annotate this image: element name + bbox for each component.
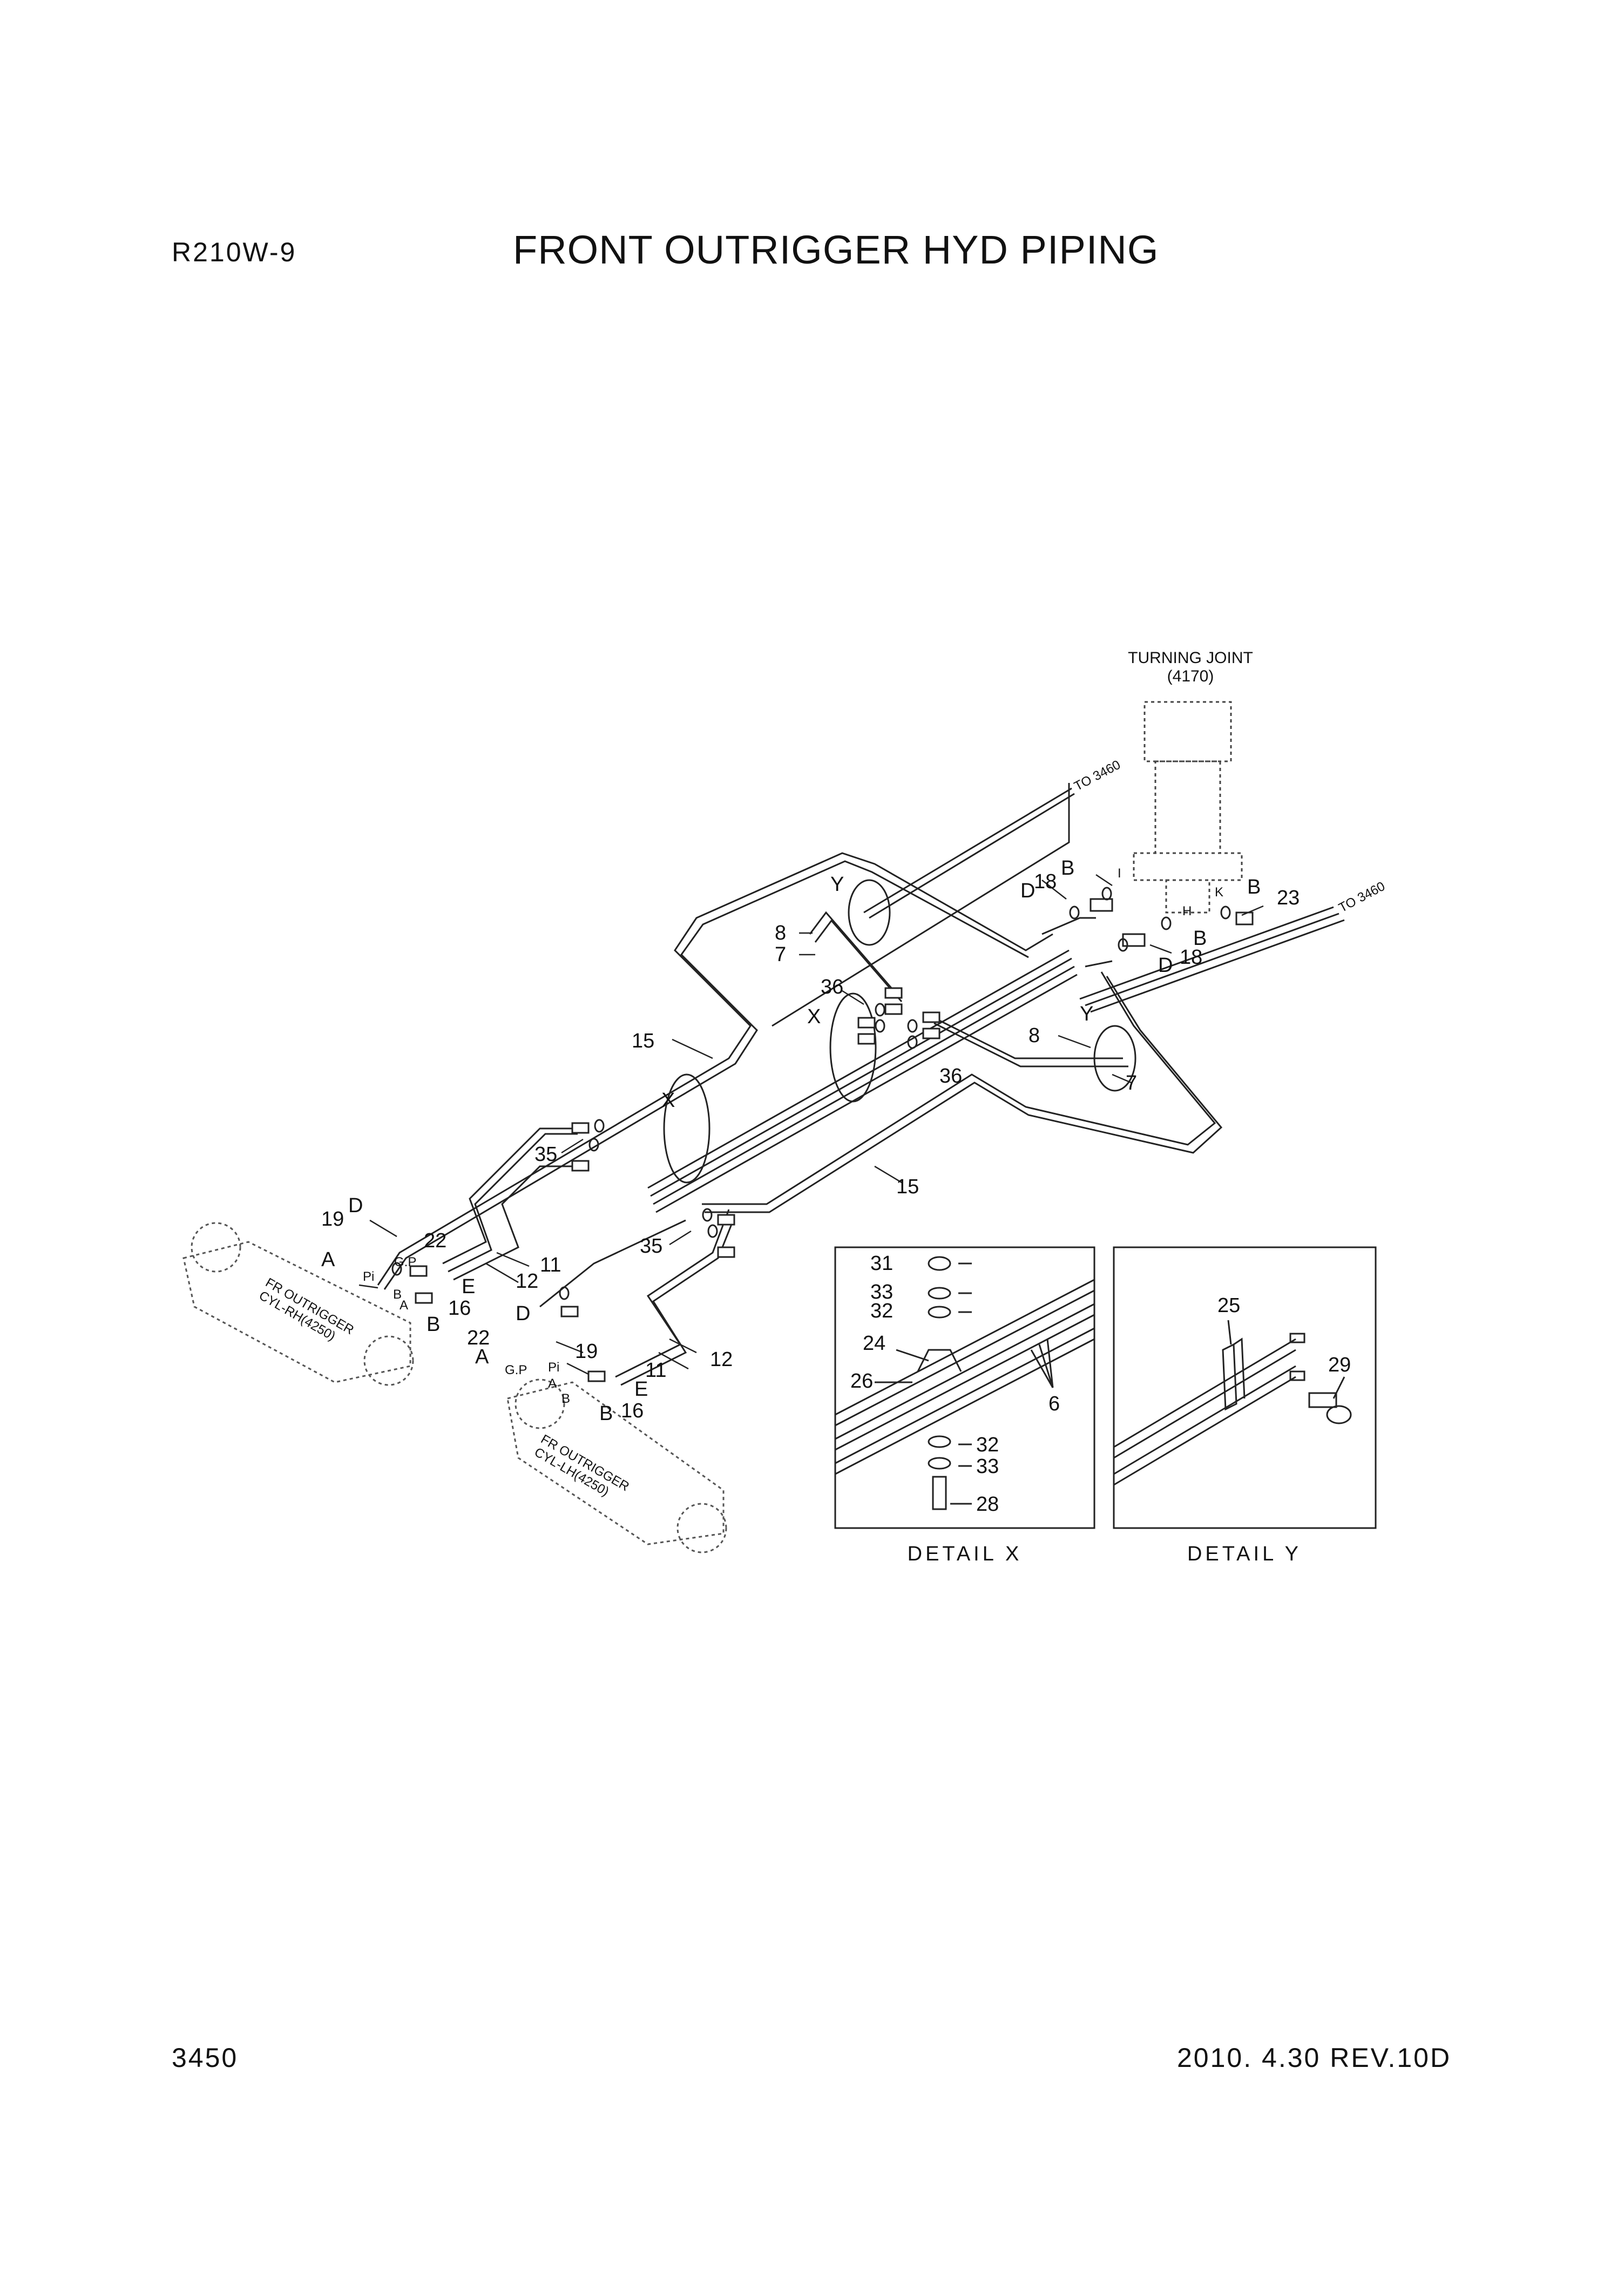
detail-y-callout-25: 25 <box>1217 1294 1240 1317</box>
letter-d: D <box>1020 880 1035 902</box>
letter-x: X <box>661 1089 675 1112</box>
callout-19: 19 <box>321 1208 344 1231</box>
detail-x-callout-32: 32 <box>976 1434 999 1456</box>
turning-joint-outline <box>1133 701 1243 914</box>
clamp-y-upper <box>848 879 891 946</box>
detail-x-callout-28: 28 <box>976 1493 999 1516</box>
callout-22: 22 <box>467 1327 490 1349</box>
detail-x-callout-33: 33 <box>976 1455 999 1478</box>
callout-11: 11 <box>645 1359 666 1382</box>
detail-x-callout-32: 32 <box>870 1300 893 1322</box>
port-b: B <box>561 1391 570 1406</box>
callout-15: 15 <box>896 1175 919 1198</box>
clamp-x-lower <box>663 1073 710 1184</box>
turning-joint-label: TURNING JOINT <box>1128 649 1253 667</box>
callout-16: 16 <box>621 1400 644 1422</box>
detail-x-callout-6: 6 <box>1048 1393 1060 1415</box>
port-k: K <box>1215 885 1223 900</box>
callout-15: 15 <box>632 1030 654 1052</box>
letter-y: Y <box>1080 1003 1093 1025</box>
callout-36: 36 <box>821 976 843 998</box>
callout-8: 8 <box>775 922 786 944</box>
callout-12: 12 <box>710 1348 733 1371</box>
letter-d: D <box>1158 954 1173 977</box>
letter-b: B <box>599 1402 613 1425</box>
model-code: R210W-9 <box>172 237 297 267</box>
letter-x: X <box>807 1005 821 1028</box>
clamp-y-lower <box>1093 1025 1136 1092</box>
port-gp: G.P <box>394 1255 416 1269</box>
callout-18: 18 <box>1180 946 1202 969</box>
detail-x-callout-24: 24 <box>863 1332 885 1355</box>
callout-22: 22 <box>424 1229 446 1252</box>
callout-35: 35 <box>640 1235 662 1258</box>
port-h: H <box>1182 904 1192 918</box>
callout-8: 8 <box>1028 1024 1040 1047</box>
callout-16: 16 <box>448 1297 471 1320</box>
callout-35: 35 <box>534 1143 557 1166</box>
detail-x-callout-33: 33 <box>870 1281 893 1303</box>
port-pi: Pi <box>548 1360 559 1375</box>
callout-11: 11 <box>540 1254 561 1276</box>
detail-x-caption: DETAIL X <box>908 1543 1023 1565</box>
callout-7: 7 <box>1126 1072 1137 1094</box>
detail-x-callout-26: 26 <box>850 1370 873 1393</box>
port-a: A <box>548 1376 557 1391</box>
letter-e: E <box>634 1378 648 1401</box>
letter-b: B <box>1061 857 1074 880</box>
letter-b: B <box>1193 927 1207 950</box>
turning-joint-ref: (4170) <box>1167 667 1214 685</box>
detail-x: 31 33 32 24 26 6 32 33 28 DETAIL X <box>834 1246 1095 1565</box>
port-a: A <box>400 1298 408 1313</box>
cylinder-lh-outline <box>506 1381 725 1545</box>
letter-d: D <box>516 1302 530 1325</box>
clamp-x-upper <box>829 992 877 1103</box>
letter-a: A <box>321 1248 335 1271</box>
detail-y-callout-29: 29 <box>1328 1354 1351 1376</box>
detail-y: 25 29 DETAIL Y <box>1113 1246 1377 1565</box>
port-b: B <box>393 1287 402 1302</box>
callout-7: 7 <box>775 943 786 966</box>
callout-19: 19 <box>575 1340 598 1363</box>
to-ref-right: TO 3460 <box>1336 879 1388 915</box>
letter-y: Y <box>830 873 844 896</box>
page-number: 3450 <box>172 2043 239 2073</box>
detail-y-caption: DETAIL Y <box>1187 1543 1302 1565</box>
date-revision: 2010. 4.30 REV.10D <box>1177 2043 1452 2073</box>
to-ref-left: TO 3460 <box>1072 758 1123 794</box>
callout-12: 12 <box>516 1270 538 1293</box>
letter-a: A <box>475 1346 489 1368</box>
port-gp: G.P <box>505 1363 527 1377</box>
letter-b: B <box>427 1313 440 1336</box>
letter-d: D <box>348 1194 363 1217</box>
port-i: I <box>1118 866 1121 881</box>
callout-36: 36 <box>939 1065 962 1087</box>
pipe-bundle-line <box>647 949 1070 1189</box>
letter-b: B <box>1247 876 1261 898</box>
callout-18: 18 <box>1034 870 1057 893</box>
cylinder-rh-outline <box>182 1241 411 1383</box>
callout-23: 23 <box>1277 887 1300 909</box>
port-pi: Pi <box>363 1269 374 1284</box>
detail-x-callout-31: 31 <box>870 1252 893 1275</box>
letter-e: E <box>462 1275 475 1298</box>
page-title: FRONT OUTRIGGER HYD PIPING <box>513 227 1159 272</box>
